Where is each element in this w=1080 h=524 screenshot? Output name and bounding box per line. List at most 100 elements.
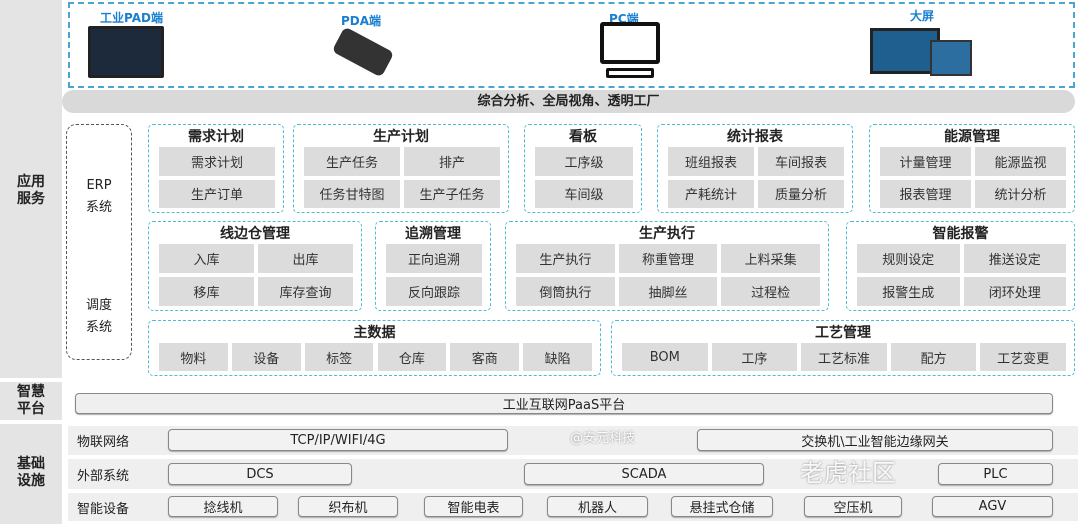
module-item[interactable]: 能源监视 <box>975 147 1066 176</box>
overview-banner: 综合分析、全局视角、透明工厂 <box>62 90 1075 113</box>
module-3: 统计报表班组报表车间报表产耗统计质量分析 <box>657 124 853 213</box>
module-item[interactable]: 仓库 <box>377 343 447 371</box>
module-item[interactable]: 闭环处理 <box>963 277 1066 306</box>
network-item[interactable]: 交换机\工业智能边缘网关 <box>697 429 1053 451</box>
module-item[interactable]: 生产子任务 <box>404 179 500 208</box>
module-title: 追溯管理 <box>405 226 461 242</box>
equipment-item[interactable]: 捻线机 <box>168 496 278 517</box>
module-item[interactable]: 生产执行 <box>516 244 615 273</box>
module-item[interactable]: 工序 <box>711 343 798 371</box>
module-item[interactable]: 生产任务 <box>304 147 400 176</box>
module-7: 生产执行生产执行称重管理上料采集倒筒执行抽脚丝过程检 <box>505 221 829 311</box>
module-item[interactable]: 正向追溯 <box>386 244 482 273</box>
module-0: 需求计划需求计划生产订单 <box>148 124 284 213</box>
module-item[interactable]: 过程检 <box>721 277 820 306</box>
author-watermark: @安元科技 <box>570 431 636 446</box>
device-label-pda: PDA端 <box>341 14 382 28</box>
module-item[interactable]: 工艺变更 <box>980 343 1066 371</box>
external-item[interactable]: SCADA <box>524 463 764 485</box>
module-item[interactable]: 产耗统计 <box>668 179 754 208</box>
module-title: 能源管理 <box>944 129 1000 145</box>
external-item[interactable]: DCS <box>168 463 352 485</box>
platform-layer-label-bg <box>0 382 62 420</box>
network-label: 物联网络 <box>77 435 130 450</box>
module-title: 统计报表 <box>727 129 783 145</box>
module-item[interactable]: 计量管理 <box>880 147 971 176</box>
app-layer-label-bg <box>0 0 62 378</box>
module-2: 看板工序级车间级 <box>524 124 642 213</box>
module-title: 主数据 <box>353 325 396 341</box>
big-screen-icon <box>870 28 940 74</box>
dispatch-system-label: 调度 系统 <box>85 298 112 335</box>
module-title: 看板 <box>569 129 597 145</box>
module-title: 需求计划 <box>188 129 244 145</box>
module-item[interactable]: 反向跟踪 <box>386 277 482 306</box>
external-label: 外部系统 <box>77 469 130 484</box>
equipment-item[interactable]: 悬挂式仓储 <box>671 496 773 517</box>
equipment-item[interactable]: 空压机 <box>804 496 902 517</box>
infrastructure-label: 基础 设施 <box>17 456 45 489</box>
terminal-devices-box <box>68 2 1075 88</box>
module-item[interactable]: 出库 <box>258 244 353 273</box>
module-item[interactable]: 物料 <box>159 343 228 371</box>
module-1: 生产计划生产任务排产任务甘特图生产子任务 <box>293 124 509 213</box>
network-item[interactable]: TCP/IP/WIFI/4G <box>168 429 508 451</box>
module-item[interactable]: 工序级 <box>535 147 633 176</box>
module-title: 智能报警 <box>932 226 989 242</box>
module-item[interactable]: 车间报表 <box>758 147 844 176</box>
smart-platform-label: 智慧 平台 <box>17 384 45 417</box>
pc-monitor-icon <box>600 22 660 64</box>
module-item[interactable]: 任务甘特图 <box>304 179 400 208</box>
module-item[interactable]: 上料采集 <box>721 244 820 273</box>
module-item[interactable]: 配方 <box>890 343 977 371</box>
module-item[interactable]: BOM <box>622 343 708 371</box>
module-item[interactable]: 入库 <box>159 244 254 273</box>
community-watermark: 老虎社区 <box>800 459 896 487</box>
module-9: 主数据物料设备标签仓库客商缺陷 <box>148 320 601 376</box>
module-item[interactable]: 倒筒执行 <box>516 277 615 306</box>
module-item[interactable]: 客商 <box>450 343 520 371</box>
module-6: 追溯管理正向追溯反向跟踪 <box>375 221 491 311</box>
module-item[interactable]: 需求计划 <box>159 147 275 176</box>
module-item[interactable]: 报警生成 <box>857 277 960 306</box>
module-item[interactable]: 标签 <box>304 343 374 371</box>
module-title: 生产执行 <box>639 226 695 242</box>
module-item[interactable]: 推送设定 <box>963 244 1066 273</box>
module-title: 生产计划 <box>373 129 429 145</box>
equipment-item[interactable]: AGV <box>932 496 1053 517</box>
module-item[interactable]: 移库 <box>159 277 254 306</box>
module-item[interactable]: 统计分析 <box>975 179 1066 208</box>
module-item[interactable]: 车间级 <box>535 179 633 208</box>
equipment-item[interactable]: 织布机 <box>298 496 398 517</box>
module-item[interactable]: 生产订单 <box>159 179 275 208</box>
module-item[interactable]: 报表管理 <box>880 179 971 208</box>
infra-layer-label-bg <box>0 424 62 524</box>
module-item[interactable]: 排产 <box>404 147 500 176</box>
external-item[interactable]: PLC <box>938 463 1053 485</box>
module-item[interactable]: 库存查询 <box>258 277 353 306</box>
pc-stand-icon <box>606 68 654 78</box>
paas-platform-bar: 工业互联网PaaS平台 <box>75 393 1053 414</box>
device-label-pad: 工业PAD端 <box>100 11 163 25</box>
module-title: 线边仓管理 <box>220 226 290 242</box>
module-item[interactable]: 工艺标准 <box>801 343 887 371</box>
app-service-label: 应用 服务 <box>17 174 45 207</box>
module-8: 智能报警规则设定推送设定报警生成闭环处理 <box>846 221 1075 311</box>
module-item[interactable]: 设备 <box>231 343 301 371</box>
tablet-icon <box>88 26 164 78</box>
equipment-item[interactable]: 智能电表 <box>424 496 523 517</box>
module-5: 线边仓管理入库出库移库库存查询 <box>148 221 362 311</box>
module-item[interactable]: 质量分析 <box>758 179 844 208</box>
module-item[interactable]: 规则设定 <box>857 244 960 273</box>
equipment-item[interactable]: 机器人 <box>547 496 648 517</box>
module-item[interactable]: 班组报表 <box>668 147 754 176</box>
device-label-screen: 大屏 <box>910 9 935 23</box>
module-item[interactable]: 缺陷 <box>523 343 592 371</box>
module-item[interactable]: 称重管理 <box>618 244 718 273</box>
module-title: 工艺管理 <box>815 325 871 341</box>
module-4: 能源管理计量管理能源监视报表管理统计分析 <box>869 124 1075 213</box>
erp-system-label: ERP 系统 <box>85 178 112 215</box>
module-item[interactable]: 抽脚丝 <box>618 277 718 306</box>
equipment-label: 智能设备 <box>77 502 130 517</box>
